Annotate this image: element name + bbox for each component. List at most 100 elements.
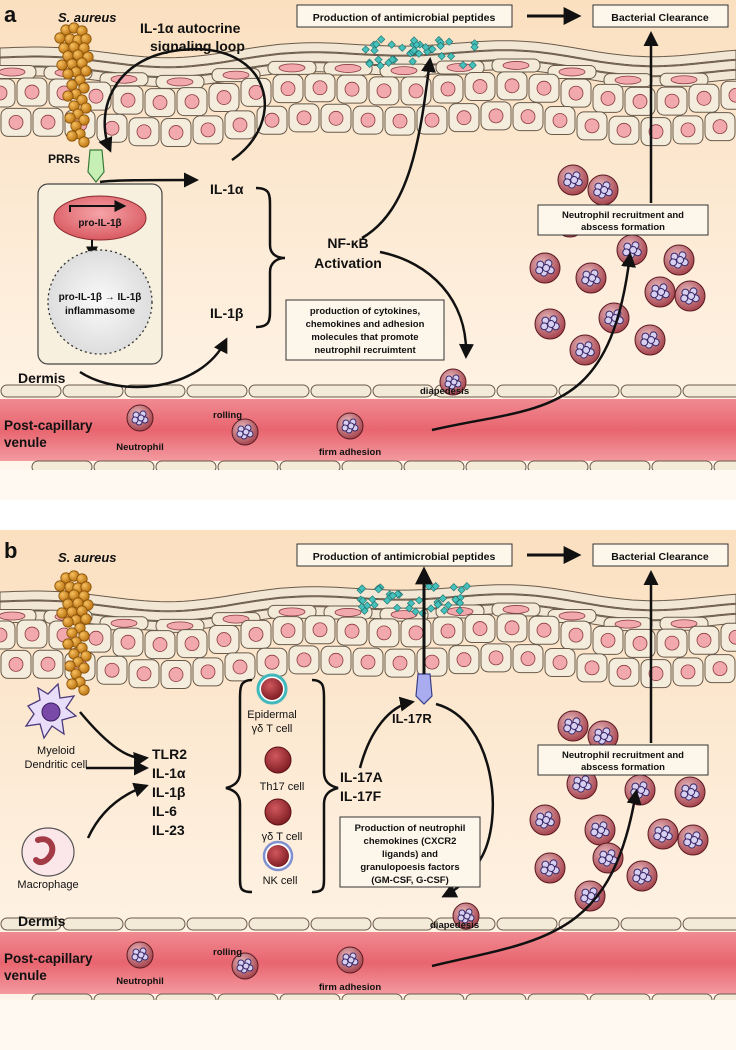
production-line: Production of neutrophil [355, 823, 466, 834]
cell-nucleus [600, 632, 616, 648]
neutrophil-cell [557, 710, 589, 742]
antimicrobial-peptide [357, 602, 367, 611]
neutrophil-cell [439, 368, 467, 396]
antimicrobial-peptide [437, 52, 446, 61]
endothelial-cell [310, 384, 372, 398]
cell-nucleus [502, 61, 530, 70]
nk-cell [262, 840, 294, 872]
pathogen-label: S. aureus [58, 10, 117, 25]
cell-nucleus [614, 75, 642, 85]
bacterium [62, 90, 74, 102]
production-line: granulopoesis factors [360, 862, 459, 873]
to-il1a-arrow [99, 172, 199, 188]
cell-nucleus [712, 119, 728, 135]
gd-t-cell [264, 798, 292, 826]
bacterium [78, 630, 90, 642]
antimicrobial-peptide [458, 61, 468, 70]
antimicrobial-peptide [357, 584, 367, 593]
antimicrobial-peptide [451, 595, 460, 604]
endothelial-cell [372, 384, 434, 398]
neutrophil-cell [557, 164, 589, 196]
nfkb-line1: NF-κB [327, 235, 368, 251]
endothelial-cell [620, 917, 682, 931]
dermis-label: Dermis [18, 913, 66, 929]
cell-nucleus [184, 94, 200, 110]
cell-nucleus [312, 80, 328, 96]
endothelial-cell [310, 917, 372, 931]
dendritic-cell [24, 682, 78, 740]
bacterium [62, 68, 74, 80]
venule-line1: Post-capillary [4, 418, 93, 433]
cell-nucleus [728, 87, 736, 103]
cell-nucleus [232, 117, 248, 133]
inflammasome-line2: inflammasome [65, 306, 135, 317]
cell-nucleus [168, 667, 184, 682]
cell-nucleus [136, 124, 152, 140]
endothelial-cell [62, 917, 124, 931]
cell-nucleus [472, 79, 488, 94]
panel-a [0, 0, 736, 500]
cell-nucleus [520, 651, 536, 667]
myeloid-label-line1: Myeloid [37, 745, 75, 757]
neutrophil-recruitment-box [537, 204, 709, 236]
cell-nucleus [712, 661, 728, 677]
antimicrobial-peptide [436, 41, 445, 50]
antimicrobial-peptide [415, 596, 424, 605]
cell-nucleus [110, 618, 138, 628]
bacterium [80, 613, 92, 625]
cell-nucleus [558, 611, 586, 621]
cell-nucleus [696, 632, 712, 648]
cell-nucleus [88, 88, 104, 104]
endothelial-cell [0, 917, 62, 931]
cytokine-line: production of cytokines, [310, 306, 420, 317]
endothelial-cell [124, 917, 186, 931]
antimicrobial-peptide [377, 35, 386, 44]
cell-nucleus [392, 655, 408, 671]
neutrophil-label: Neutrophil [116, 976, 164, 987]
cell-nucleus [328, 652, 344, 668]
panel-separator [0, 500, 736, 530]
antimicrobial-peptide [376, 61, 385, 70]
cell-nucleus [670, 75, 698, 85]
antimicrobial-peptide [411, 607, 420, 616]
cell-nucleus [456, 110, 472, 126]
bacterium [54, 580, 66, 592]
bacterium [62, 616, 74, 628]
cell-nucleus [456, 652, 472, 668]
endothelial-cell [682, 384, 736, 398]
neutrophil-cell [674, 280, 706, 312]
cell-nucleus [440, 623, 456, 639]
cell-nucleus [680, 122, 696, 138]
cell-nucleus [392, 113, 408, 129]
antimicrobial-peptide [387, 40, 396, 49]
neutrophil-cell [587, 174, 619, 206]
cell-nucleus [360, 112, 376, 128]
antimicrobial-peptide [426, 604, 436, 613]
antimicrobial-peptide [374, 585, 383, 594]
cell-nucleus [222, 70, 250, 80]
extravasation-arrow [431, 789, 642, 968]
extravasation-arrow [431, 252, 636, 432]
cell-nucleus [520, 109, 536, 125]
cell-nucleus [200, 664, 216, 680]
pathogen-label: S. aureus [58, 550, 117, 565]
blood-vessel [0, 917, 736, 1007]
neutrophil-cell [126, 404, 154, 432]
cell-nucleus [664, 635, 680, 651]
macrophage-to-cytokines-arrow [86, 782, 149, 839]
antimicrobial-peptides-label: Production of antimicrobial peptides [313, 551, 496, 563]
antimicrobial-peptide [365, 59, 374, 69]
cell-nucleus [376, 625, 392, 641]
cell-nucleus [696, 90, 712, 106]
cell-nucleus [632, 636, 648, 651]
antimicrobial-peptide [444, 601, 453, 610]
bacterial-clearance-label: Bacterial Clearance [611, 12, 709, 24]
venule-line1: Post-capillary [4, 951, 93, 966]
endothelial-cell [186, 384, 248, 398]
antimicrobial-peptide [368, 595, 377, 604]
venule-line2: venule [4, 435, 47, 450]
neutrophil-recruitment-line1: Neutrophil recruitment and [562, 210, 684, 221]
cell-nucleus [488, 650, 504, 666]
bacterium [78, 136, 90, 148]
